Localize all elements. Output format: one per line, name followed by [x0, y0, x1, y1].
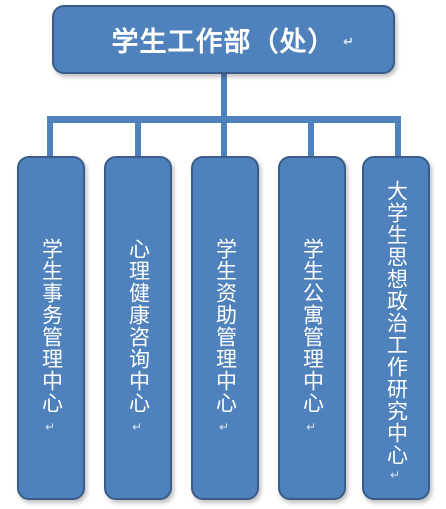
child-node-dormitory: 学生公寓管理中心 ↵	[278, 156, 346, 500]
paragraph-mark: ↵	[390, 468, 401, 482]
paragraph-mark: ↵	[306, 420, 317, 434]
connector-trunk	[221, 73, 227, 120]
child-node-counseling: 心理健康咨询中心 ↵	[104, 156, 172, 500]
child-node-financial-aid: 学生资助管理中心 ↵	[191, 156, 259, 500]
child-label: 学生资助管理中心	[213, 238, 238, 414]
paragraph-mark: ↵	[45, 420, 56, 434]
child-label: 学生公寓管理中心	[300, 238, 325, 414]
paragraph-mark: ↵	[132, 420, 143, 434]
connector-drop-1	[47, 116, 53, 158]
connector-drop-5	[395, 116, 401, 158]
child-node-ideological-research: 大学生思想政治工作研究中心 ↵	[362, 156, 430, 500]
paragraph-mark: ↵	[343, 35, 355, 50]
root-label: 学生工作部（处）	[111, 27, 336, 58]
connector-drop-4	[308, 116, 314, 158]
child-label: 学生事务管理中心	[39, 238, 64, 414]
root-node: 学生工作部（处） ↵	[52, 5, 395, 74]
child-label: 大学生思想政治工作研究中心	[384, 180, 409, 466]
child-node-student-affairs: 学生事务管理中心 ↵	[17, 156, 85, 500]
paragraph-mark: ↵	[219, 420, 230, 434]
connector-drop-2	[135, 116, 141, 158]
child-label: 心理健康咨询中心	[126, 238, 151, 414]
connector-drop-3	[221, 116, 227, 158]
